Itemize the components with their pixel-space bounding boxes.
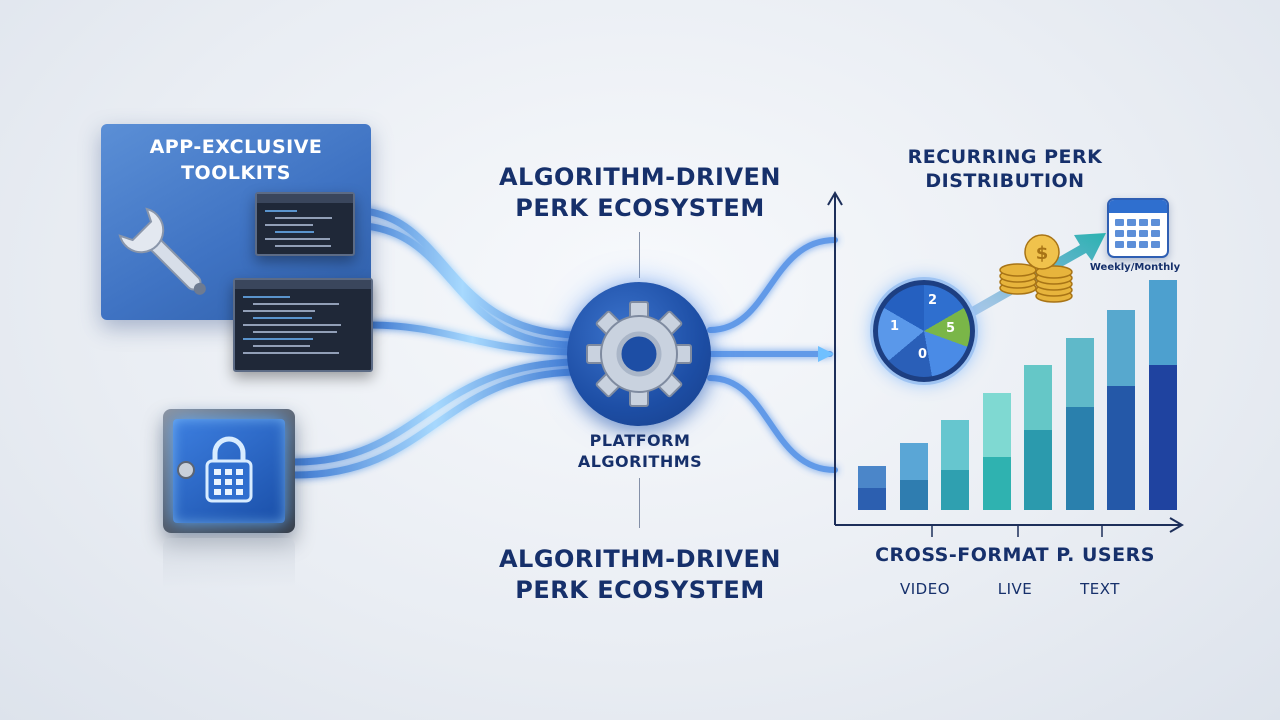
bar-4-upper bbox=[982, 392, 1011, 458]
toolkit-title-line2: Toolkits bbox=[181, 162, 291, 184]
wheel-number-4: 1 bbox=[890, 319, 900, 334]
code-window-middle bbox=[233, 278, 373, 372]
hub-heading-bottom: Algorithm-Driven Perk Ecosystem bbox=[470, 544, 810, 606]
hub-heading-bottom-line1: Algorithm-Driven bbox=[498, 545, 782, 573]
flow-line-out-top bbox=[707, 237, 838, 333]
hub-heading-top-line1: Algorithm-Driven bbox=[498, 163, 782, 191]
wheel-number-3: 0 bbox=[918, 347, 928, 362]
flow-line-safe-2 bbox=[291, 368, 579, 479]
calendar-label: Weekly/Monthly bbox=[1089, 262, 1181, 273]
coins-stack-icon: $ bbox=[999, 234, 1073, 303]
bar-1-lower bbox=[858, 488, 886, 510]
distribution-title: Recurring Perk Distribution bbox=[880, 145, 1130, 193]
hub-label-line2: Algorithms bbox=[577, 452, 703, 471]
spin-wheel-icon: 2 5 0 1 bbox=[873, 280, 975, 382]
platform-algorithms-hub bbox=[567, 282, 711, 426]
gear-icon bbox=[586, 301, 692, 407]
chart-group-video: Video bbox=[899, 580, 951, 598]
hub-heading-top: Algorithm-Driven Perk Ecosystem bbox=[470, 162, 810, 224]
wrench-icon bbox=[118, 207, 206, 295]
flow-line-out-bottom bbox=[707, 375, 838, 473]
divider-top bbox=[639, 232, 640, 278]
chart-axes bbox=[827, 191, 1184, 537]
flow-arrow-head bbox=[818, 346, 834, 362]
bar-3-upper bbox=[941, 420, 969, 470]
bar-2-lower bbox=[899, 480, 928, 510]
wheel-number-2: 5 bbox=[946, 321, 956, 336]
toolkit-title: App-Exclusive Toolkits bbox=[101, 134, 371, 186]
safe-handle bbox=[177, 461, 195, 479]
bar-2-upper bbox=[899, 443, 928, 480]
hub-heading-top-line2: Perk Ecosystem bbox=[515, 194, 765, 222]
bar-7-lower bbox=[1107, 385, 1135, 510]
bar-7-upper bbox=[1107, 309, 1135, 386]
flow-line-safe bbox=[291, 358, 579, 466]
flow-line-code bbox=[366, 321, 579, 356]
hub-label-line1: Platform bbox=[589, 431, 691, 450]
bar-4-lower bbox=[982, 457, 1011, 510]
safe-reflection bbox=[163, 538, 295, 588]
bar-chart bbox=[850, 280, 1180, 510]
flow-line-toolkit bbox=[346, 206, 579, 339]
divider-bottom bbox=[639, 478, 640, 528]
bar-5-upper bbox=[1024, 365, 1052, 431]
calendar-icon bbox=[1107, 198, 1169, 258]
chart-group-live: Live bbox=[997, 580, 1033, 598]
svg-text:$: $ bbox=[1036, 243, 1049, 264]
chart-group-text: Text bbox=[1080, 580, 1120, 598]
bar-6-upper bbox=[1065, 337, 1094, 407]
padlock-icon bbox=[205, 436, 253, 503]
hub-label: Platform Algorithms bbox=[540, 430, 740, 472]
hub-heading-bottom-line2: Perk Ecosystem bbox=[515, 576, 765, 604]
distribution-title-line2: Distribution bbox=[925, 170, 1085, 192]
bar-3-lower bbox=[941, 469, 969, 510]
wheel-number-1: 2 bbox=[928, 293, 938, 308]
safe-vault bbox=[163, 409, 295, 533]
distribution-title-line1: Recurring Perk bbox=[907, 146, 1103, 168]
bar-8-upper bbox=[1148, 280, 1177, 366]
flow-line-toolkit-2 bbox=[346, 221, 579, 349]
toolkit-title-line1: App-Exclusive bbox=[149, 136, 323, 158]
bar-5-lower bbox=[1024, 430, 1052, 510]
chart-caption: Cross-Format P. Users bbox=[875, 544, 1155, 566]
code-window-top bbox=[255, 192, 355, 256]
bar-6-lower bbox=[1065, 406, 1094, 510]
bar-8-lower bbox=[1148, 365, 1177, 510]
bar-1-upper bbox=[858, 466, 886, 489]
